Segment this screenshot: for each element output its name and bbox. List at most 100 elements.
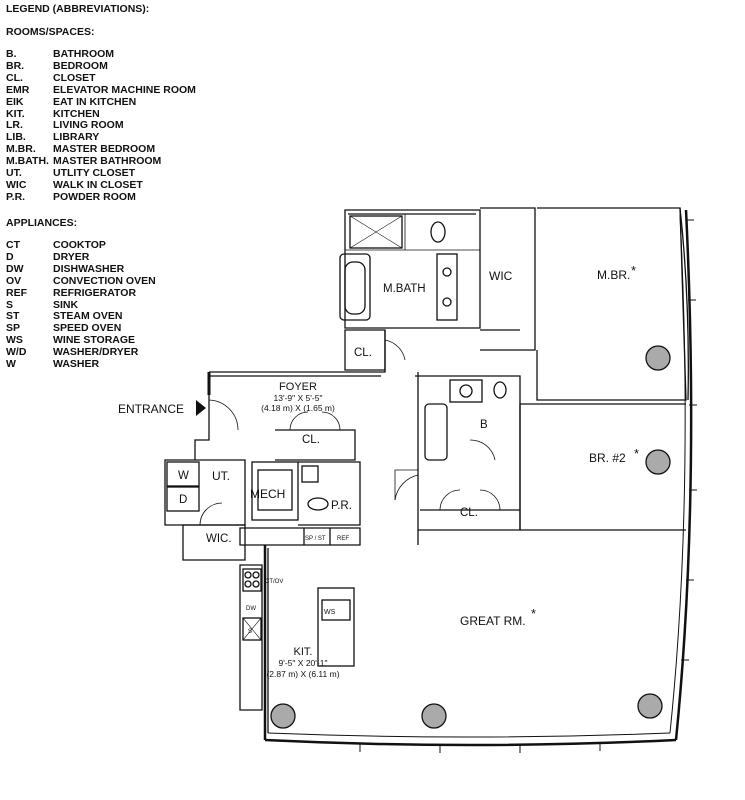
appliance-s: S [248,629,252,635]
legend-meaning: WASHER [53,358,100,370]
legend-meaning: UTLITY CLOSET [53,167,136,179]
legend-row: P.R. POWDER ROOM [6,190,136,204]
kitchen-dim-ft: 9'-5" X 20'-1" [279,658,328,668]
master-bedroom-label: M.BR. [597,268,630,282]
legend-meaning: POWDER ROOM [53,190,136,203]
legend-abbr: P.R. [6,190,26,203]
legend-meaning: MASTER BATHROOM [53,155,162,168]
legend-row: BR. BEDROOM [6,59,108,73]
legend-abbr: M.BATH. [6,155,49,168]
legend-meaning: SPEED OVEN [53,322,122,335]
legend-row: OV CONVECTION OVEN [6,274,156,288]
mech-label: MECH [250,487,285,501]
legend-meaning: MASTER BEDROOM [53,143,156,156]
legend-meaning: LIBRARY [53,131,100,144]
bath-tub [424,403,448,461]
appliance-ct-ov: CT/OV [265,579,283,585]
bedroom2-asterisk: * [634,446,639,461]
legend-row: W WASHER [6,358,100,371]
legend-row: B. BATHROOM [6,48,115,61]
br2-closet-label: CL. [460,507,478,519]
legend-row: DW DISHWASHER [6,262,125,276]
legend-abbr: EIK [6,95,24,108]
master-tub [339,253,371,321]
legend-abbr: B. [6,48,17,60]
legend-row: EIK EAT IN KITCHEN [6,95,137,109]
entrance-label: ENTRANCE [118,402,184,416]
legend-abbr: LIB. [6,131,26,144]
entrance-arrow [196,400,206,416]
legend-abbr: S [6,298,14,311]
appliance-dw: DW [246,606,256,612]
great-room-label: GREAT RM. [460,614,526,628]
appliance-ws: WS [324,609,336,616]
legend-meaning: REFRIGERATOR [53,286,137,299]
dryer-label: D [179,494,187,506]
legend-abbr: EMR [6,83,30,96]
legend-abbr: UT. [6,167,22,179]
legend-meaning: CONVECTION OVEN [53,274,156,287]
legend-row: M.BATH. MASTER BATHROOM [6,155,162,168]
appliance-ref: REF [337,536,349,542]
great-room-asterisk: * [531,606,536,621]
master-bedroom-asterisk: * [631,263,636,278]
legend-abbr: BR. [6,59,25,72]
kitchen-label: KIT. [294,646,313,658]
legend-abbr: DW [6,262,24,275]
master-closet-label: CL. [354,347,372,359]
legend-row: S SINK [6,298,79,312]
legend-abbr: OV [6,274,22,287]
legend-meaning: CLOSET [53,71,96,84]
legend-abbr: REF [6,286,27,299]
powder-room-label: P.R. [331,500,352,512]
legend-meaning: SINK [53,298,79,311]
legend-meaning: WASHER/DRYER [53,346,139,359]
foyer-closet-label: CL. [302,434,320,446]
master-bath-label: M.BATH [383,283,426,295]
legend-row: UT. UTLITY CLOSET [6,167,136,180]
kitchen-dim-m: (2.87 m) X (6.11 m) [266,669,339,679]
legend-meaning: ELEVATOR MACHINE ROOM [53,83,196,96]
utility-label: UT. [212,469,230,483]
legend-meaning: STEAM OVEN [53,310,123,323]
legend-row: LIB. LIBRARY [6,131,100,144]
legend-meaning: BEDROOM [53,59,108,72]
legend-abbr: W [6,358,16,370]
foyer-dim-m: (4.18 m) X (1.65 m) [261,403,335,413]
bath-label: B [480,419,488,431]
legend-row: CL. CLOSET [6,71,96,85]
legend-row: W/D WASHER/DRYER [6,346,139,359]
legend-row: D DRYER [6,250,90,264]
legend-abbr: WS [6,334,23,347]
legend-abbr: LR. [6,119,23,132]
legend-abbr: CT [6,239,20,251]
legend-abbr: KIT. [6,107,25,120]
legend-row: REF REFRIGERATOR [6,286,137,300]
utility-wic-label: WIC. [206,533,232,545]
legend-abbr: W/D [6,346,27,359]
legend-row: EMR ELEVATOR MACHINE ROOM [6,83,196,97]
bedroom2-label: BR. #2 [589,451,626,465]
legend-meaning: EAT IN KITCHEN [53,95,137,108]
legend-meaning: KITCHEN [53,107,100,120]
legend-meaning: DISHWASHER [53,262,125,275]
legend-meaning: WINE STORAGE [53,334,136,347]
legend-row: KIT. KITCHEN [6,107,100,121]
legend-meaning: DRYER [53,250,90,263]
legend-row: WS WINE STORAGE [6,334,136,347]
legend-appliances-title: APPLIANCES: [6,217,78,229]
legend-meaning: LIVING ROOM [53,119,124,132]
legend-abbr: M.BR. [6,143,36,156]
legend-abbr: D [6,250,14,263]
foyer-dim-ft: 13'-9" X 5'-5" [274,393,323,403]
master-wic-label: WIC [489,269,513,283]
legend-meaning: BATHROOM [53,48,115,60]
legend-meaning: WALK IN CLOSET [53,178,143,191]
legend-rooms-title: ROOMS/SPACES: [6,26,95,38]
legend-abbr: CL. [6,71,23,84]
